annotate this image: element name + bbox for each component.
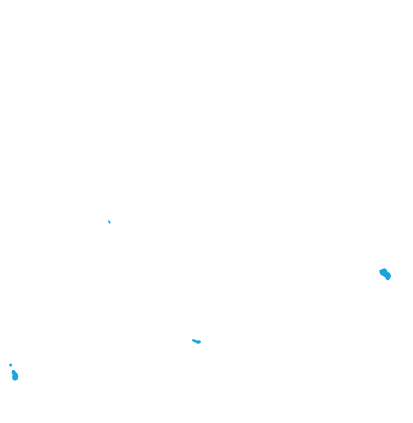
island-tiny xyxy=(107,220,111,224)
island-east xyxy=(379,268,392,281)
island-southwest-speck xyxy=(9,363,13,367)
land-layer xyxy=(9,220,392,381)
island-southwest xyxy=(11,370,19,381)
island-central xyxy=(192,339,201,344)
